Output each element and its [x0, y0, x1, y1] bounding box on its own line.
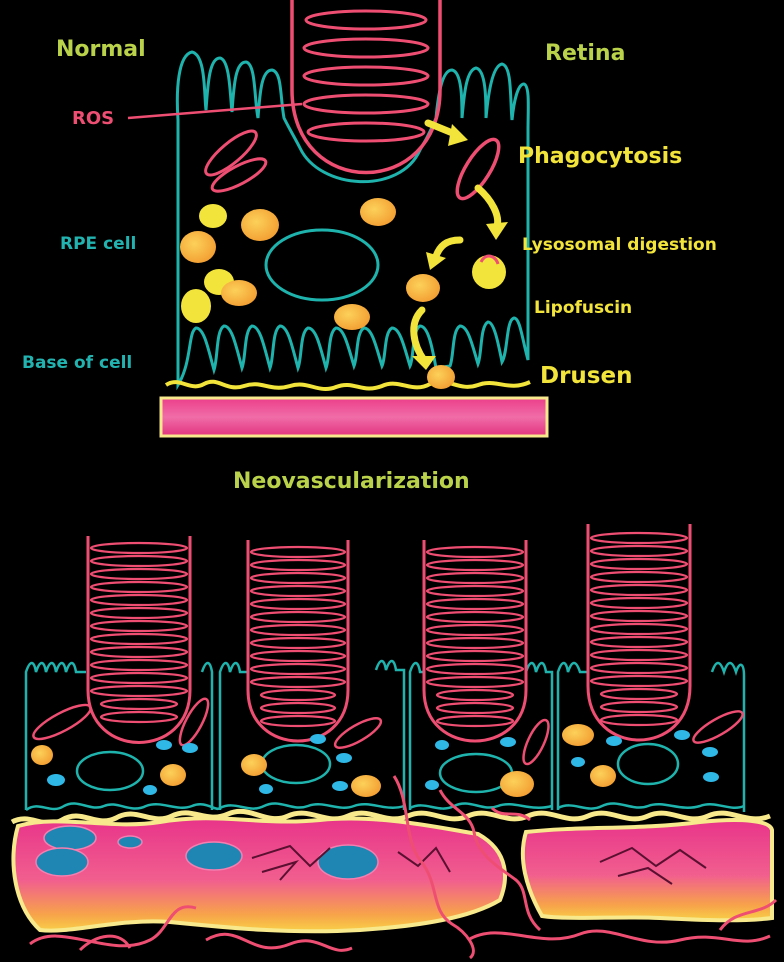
rpe-cell-outline [177, 52, 528, 385]
ros-disc [427, 573, 523, 583]
ros-disc [251, 625, 345, 635]
ros-leader-line [128, 104, 302, 118]
ros-disc [251, 612, 345, 622]
label-ros: ROS [72, 108, 114, 129]
ros-disc [251, 638, 345, 648]
ros-disc [261, 690, 335, 700]
ros-disc [427, 612, 523, 622]
ros-disc [437, 716, 513, 726]
ros-disc [427, 586, 523, 596]
ros-disc [591, 598, 687, 608]
ros-disc [261, 703, 335, 713]
ros-disc [91, 595, 187, 605]
ros-disc [591, 546, 687, 556]
ros-disc [91, 647, 187, 657]
label-drusen: Drusen [540, 363, 632, 389]
ros-disc [427, 625, 523, 635]
label-retina: Retina [545, 41, 625, 66]
photoreceptor-group [88, 524, 690, 743]
basal-lamina [166, 382, 530, 389]
phagosome-group [30, 695, 747, 767]
ros-disc [591, 585, 687, 595]
ros-disc [101, 699, 177, 709]
label-lipofuscin: Lipofuscin [534, 298, 632, 318]
ros-disc [251, 547, 345, 557]
ros-disc [591, 572, 687, 582]
label-lysosomal-digestion: Lysosomal digestion [522, 235, 717, 255]
ros-disc [251, 677, 345, 687]
ros-disc [427, 677, 523, 687]
ros-disc [591, 637, 687, 647]
ros-disc [437, 690, 513, 700]
nucleus [266, 230, 378, 300]
ros-discs-stack [91, 533, 687, 726]
ros-disc [101, 712, 177, 722]
ros-disc [591, 624, 687, 634]
ros-disc [91, 608, 187, 618]
ros-disc [427, 664, 523, 674]
choroidal-vessel-right [523, 820, 772, 920]
label-rpe-cell: RPE cell [60, 234, 136, 254]
ros-disc [91, 582, 187, 592]
ros-disc [251, 664, 345, 674]
lysosome [472, 255, 506, 289]
label-normal: Normal [56, 37, 146, 62]
ros-discs [304, 11, 428, 141]
ros-disc [91, 686, 187, 696]
bruchs-membrane [161, 398, 547, 436]
ros-disc [251, 651, 345, 661]
ros-disc [437, 703, 513, 713]
ros-disc [601, 689, 677, 699]
ros-disc [591, 533, 687, 543]
ros-disc [427, 651, 523, 661]
ros-disc [591, 650, 687, 660]
drusen-deposit [427, 365, 455, 389]
label-phagocytosis: Phagocytosis [518, 144, 682, 169]
ros-disc [251, 573, 345, 583]
ros-disc [91, 660, 187, 670]
ros-disc [591, 676, 687, 686]
ros-disc [601, 702, 677, 712]
ros-disc [91, 556, 187, 566]
normal-rpe-cell [128, 0, 547, 436]
ros-disc [91, 673, 187, 683]
phagosome [450, 134, 506, 204]
ros-disc [591, 663, 687, 673]
label-base-of-cell: Base of cell [22, 353, 132, 373]
ros-disc [91, 569, 187, 579]
ros-disc [251, 560, 345, 570]
phagosome [200, 125, 262, 181]
label-neovascularization: Neovascularization [233, 469, 470, 494]
ros-disc [91, 543, 187, 553]
ros-disc [601, 715, 677, 725]
ros-disc [427, 560, 523, 570]
ros-disc [427, 547, 523, 557]
ros-disc [591, 611, 687, 621]
ros-disc [591, 559, 687, 569]
ros-disc [251, 599, 345, 609]
ros-disc [251, 586, 345, 596]
ros-disc [427, 638, 523, 648]
ros-disc [91, 634, 187, 644]
ros-disc [261, 716, 335, 726]
lipofuscin-granules [180, 198, 440, 330]
neovascular-rpe-layer [12, 524, 776, 958]
ros-disc [91, 621, 187, 631]
ros-disc [427, 599, 523, 609]
